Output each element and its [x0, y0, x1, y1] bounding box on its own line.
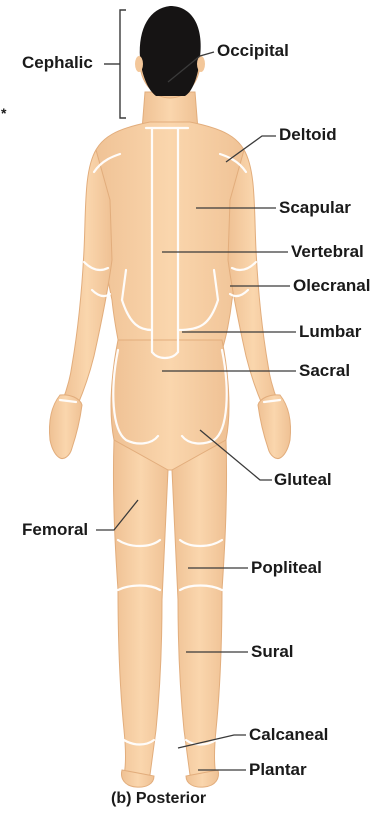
- label-sural: Sural: [251, 643, 294, 660]
- label-olecranal: Olecranal: [293, 277, 371, 294]
- label-plantar: Plantar: [249, 761, 307, 778]
- label-femoral: Femoral: [22, 521, 88, 538]
- head: [135, 6, 205, 98]
- label-sacral: Sacral: [299, 362, 350, 379]
- label-popliteal: Popliteal: [251, 559, 322, 576]
- label-calcaneal: Calcaneal: [249, 726, 328, 743]
- label-scapular: Scapular: [279, 199, 351, 216]
- label-deltoid: Deltoid: [279, 126, 337, 143]
- label-occipital: Occipital: [217, 42, 289, 59]
- label-lumbar: Lumbar: [299, 323, 361, 340]
- label-gluteal: Gluteal: [274, 471, 332, 488]
- label-cephalic: Cephalic: [22, 54, 93, 71]
- figure-caption: (b) Posterior: [111, 791, 206, 807]
- stray-mark: *: [1, 105, 7, 121]
- label-vertebral: Vertebral: [291, 243, 364, 260]
- body-silhouette: [49, 92, 290, 787]
- cephalic-bracket: [104, 10, 126, 118]
